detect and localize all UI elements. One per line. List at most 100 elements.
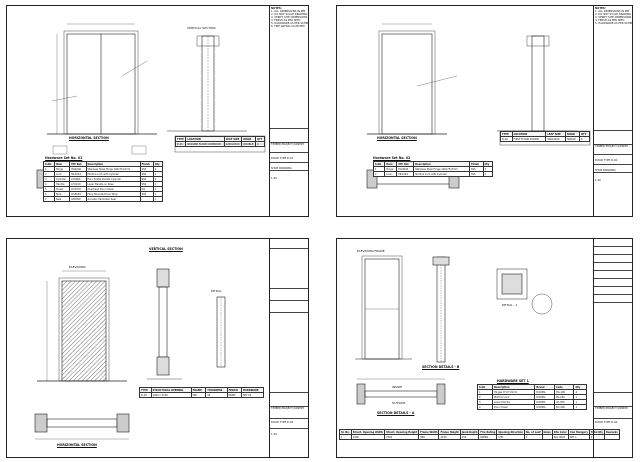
table-cell: 900x2400 xyxy=(545,136,566,142)
company-name: TIMBER PROJECT JOINERY xyxy=(271,407,305,410)
table-cell: FIRST FLOOR ROOMS xyxy=(511,136,547,142)
drawing-title: DOOR TYPE D-04 xyxy=(595,421,618,424)
note-line: 5. HARDWARE AS PER SCHEDULE xyxy=(595,22,632,25)
table-cell: 4 xyxy=(477,404,493,410)
schedule-title: Hardware Set No. 02 xyxy=(373,156,411,160)
table-cell: 6 xyxy=(578,136,591,142)
table-cell: Seal xyxy=(53,196,71,202)
table-cell: 150 xyxy=(459,434,480,440)
table-cell: DORMA xyxy=(534,404,555,410)
table-cell: 1000 xyxy=(350,434,386,440)
table-cell: RAL 9005 xyxy=(551,434,569,440)
table-cell: SET 1 xyxy=(567,434,590,440)
table-cell: 1 xyxy=(152,196,164,202)
table-cell: D-01 xyxy=(174,141,187,147)
table-cell: DOUBLE xyxy=(241,141,257,147)
table-cell: 1 xyxy=(482,171,494,177)
detail-title: DETAIL xyxy=(211,289,222,293)
table-cell: 2 xyxy=(372,171,386,177)
drawing-sheet-2: HORIZONTAL SECTION Hardware Set No. 02 T… xyxy=(336,5,633,217)
table-cell: 1 xyxy=(573,404,587,410)
inside-label: INSIDE xyxy=(392,385,403,389)
hatched-door-elevation xyxy=(61,280,107,382)
table-cell: HW xyxy=(190,392,207,398)
note-line: 1. ALL DIMENSIONS IN MM xyxy=(595,10,630,13)
sheet-2-linework xyxy=(366,23,591,189)
note-line: 5. HARDWARE AS PER SCHEDULE xyxy=(271,22,308,25)
table-cell: 960 xyxy=(418,434,440,440)
table-cell: Door Closer xyxy=(491,404,536,410)
table-cell: Mortice Lock with Cylinder xyxy=(413,171,470,177)
company-name: TIMBER PROJECT JOINERY xyxy=(595,145,629,148)
sheet-4-linework xyxy=(355,255,553,405)
scale-label: 1:20 xyxy=(595,179,601,182)
notes-block: NOTES: 1. ALL DIMENSIONS IN MM 2. DO NOT… xyxy=(594,6,632,26)
section-title: SECTION DETAILS - B xyxy=(422,365,460,369)
table-cell: 45 xyxy=(205,392,228,398)
drawing-sheet-3: ELEVATION VERTICAL SECTION DETAIL HORIZO… xyxy=(6,238,309,458)
table-cell: 2200 xyxy=(384,434,420,440)
table-cell: GROUND FLOOR CORRIDOR xyxy=(185,141,225,147)
table-cell: ML2244 xyxy=(396,171,415,177)
plan-title: HORIZONTAL SECTION xyxy=(377,136,417,140)
note-line: 3. VERIFY SITE DIMENSIONS xyxy=(271,16,308,19)
drawing-subtitle: SHOP DRAWING xyxy=(595,169,616,172)
vertical-section xyxy=(531,35,545,132)
notes-title: NOTES: xyxy=(271,7,282,10)
table-cell: SINGLE xyxy=(564,136,580,142)
note-line: 2. DO NOT SCALE DRAWING xyxy=(271,13,308,16)
hardware-title: HARDWARE SET 1 xyxy=(497,379,529,383)
note-line: 1. ALL DIMENSIONS IN MM xyxy=(271,10,306,13)
table-cell: AS5050 xyxy=(69,196,87,202)
table-cell: - xyxy=(139,196,154,202)
table-cell: 1000 x 2150 xyxy=(150,392,192,398)
note-line: 3. VERIFY SITE DIMENSIONS xyxy=(595,16,632,19)
note-line: 2. DO NOT SCALE DRAWING xyxy=(595,13,632,16)
sheet-3-linework xyxy=(34,268,226,440)
note-line: 4. FINISH AS PER SPEC xyxy=(271,19,301,22)
drawing-subtitle: SHOP DRAWING xyxy=(271,167,292,170)
elevation-title: ELEVATION xyxy=(69,265,86,269)
table-cell: D-02 xyxy=(500,136,513,142)
drawing-title: DOOR TYPE D-01 xyxy=(271,157,294,160)
table-cell: DC-400 xyxy=(553,404,575,410)
table-cell: - xyxy=(604,434,620,440)
drawing-title: DOOR TYPE D-02 xyxy=(595,159,618,162)
plan-title: HORIZONTAL SECTION xyxy=(57,443,97,447)
detail-title: DETAIL - 1 xyxy=(502,303,518,307)
table-cell: SSS xyxy=(468,171,484,177)
title-block: TIMBER PROJECT JOINERY DOOR TYPE D-03 1:… xyxy=(269,239,308,457)
section-title: VERTICAL SECTION xyxy=(149,247,183,251)
table-cell: D-03 xyxy=(139,392,152,398)
scale-label: 1:20 xyxy=(271,177,277,180)
drawing-title: DOOR TYPE D-03 xyxy=(271,421,294,424)
table-cell: 1 xyxy=(523,434,543,440)
note-line: 6. FIRE RATING AS NOTED xyxy=(271,25,305,28)
outside-label: OUTSIDE xyxy=(392,401,406,405)
table-cell: 60MIN xyxy=(478,434,498,440)
notes-block: NOTES: 1. ALL DIMENSIONS IN MM 2. DO NOT… xyxy=(270,6,308,29)
table-cell: 7 xyxy=(43,196,55,202)
note-line: 4. FINISH AS PER SPEC xyxy=(595,19,625,22)
table-cell: 2 xyxy=(588,434,606,440)
plan-title: HORIZONTAL SECTION xyxy=(69,136,109,140)
company-name: TIMBER PROJECT JOINERY xyxy=(595,407,629,410)
table-cell: 2 xyxy=(255,141,265,147)
table-cell: Lock xyxy=(384,171,398,177)
elevation-title: ELEVATION FRAME xyxy=(357,249,385,253)
